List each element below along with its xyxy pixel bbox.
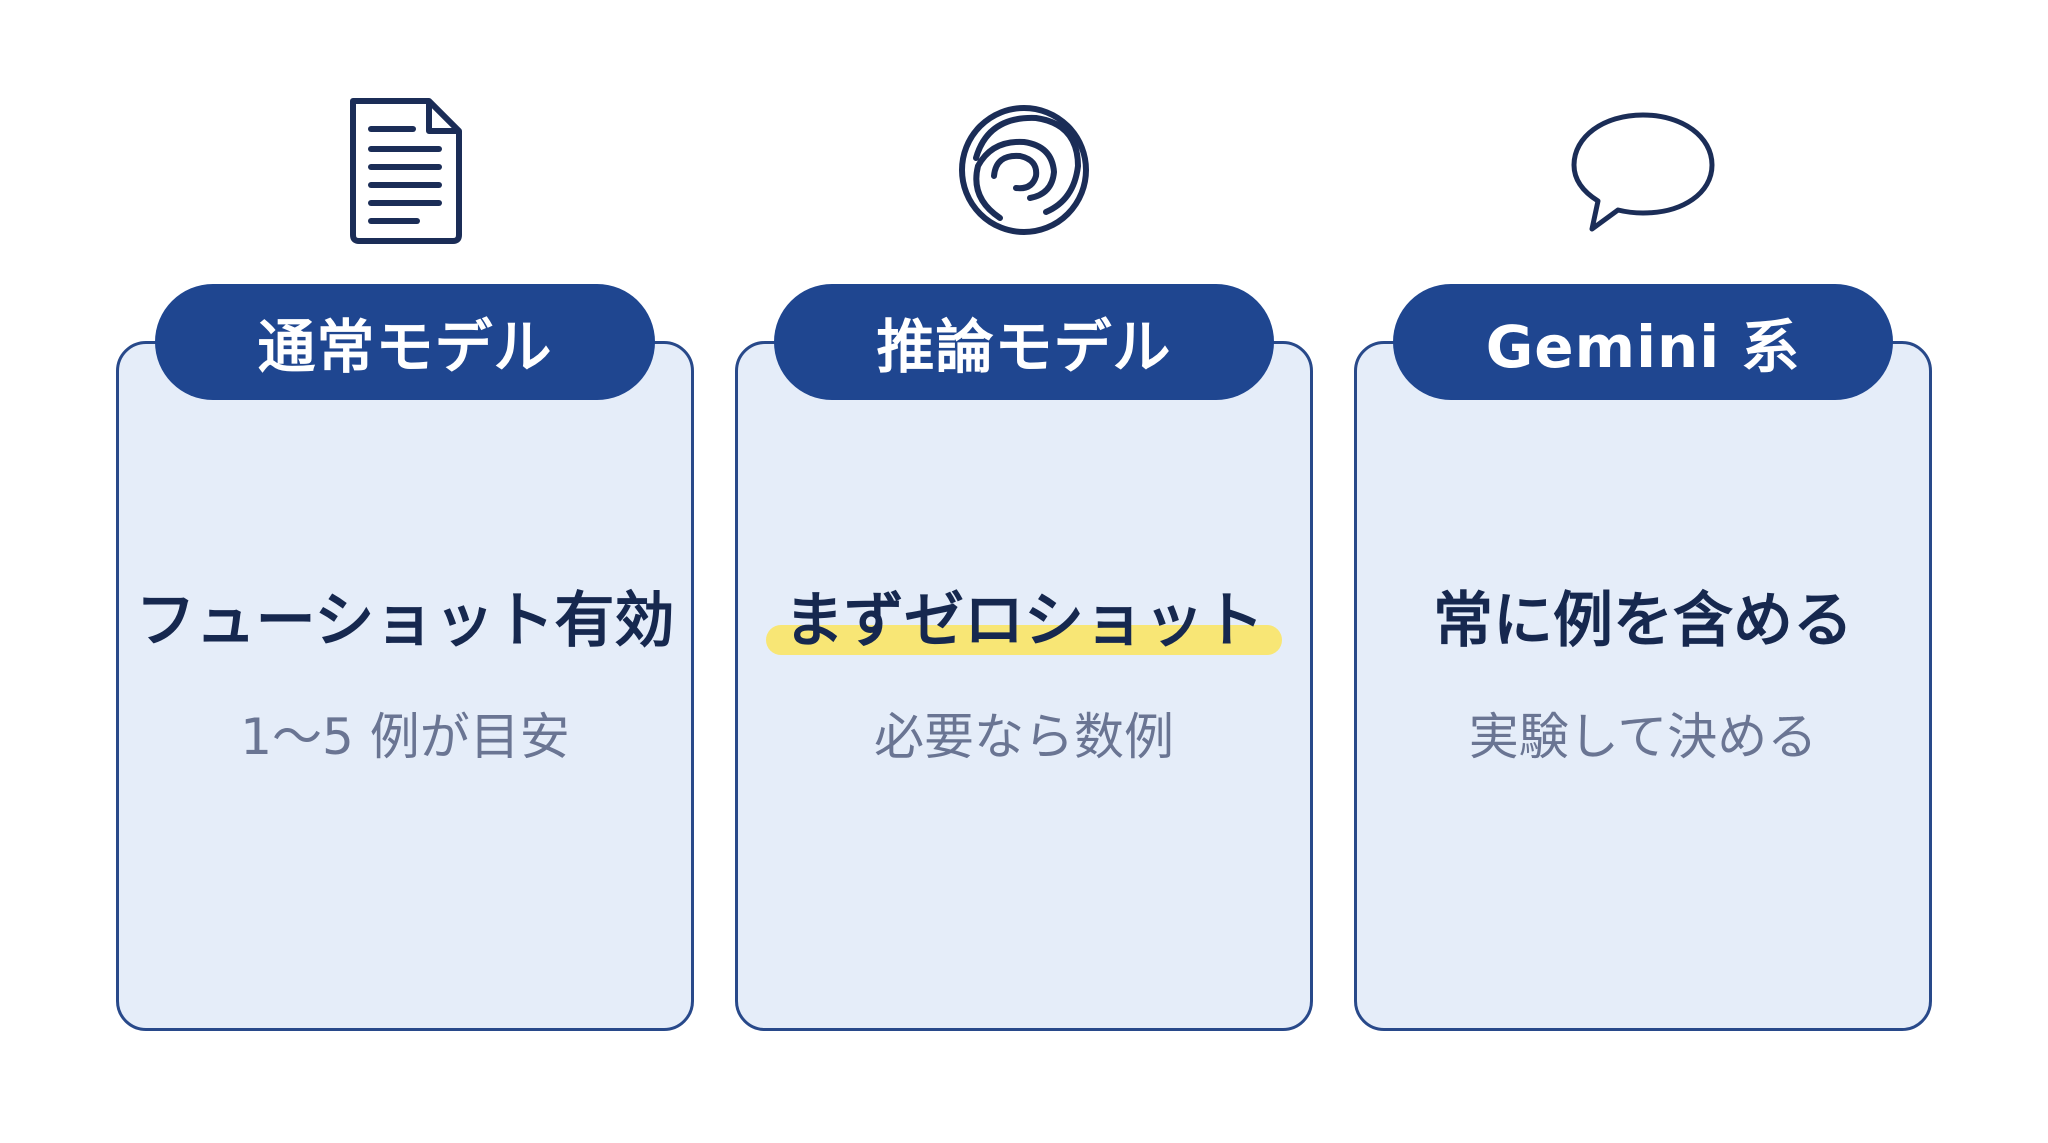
model-label: 通常モデル: [257, 313, 553, 381]
document-icon: [350, 98, 462, 244]
model-card: [735, 341, 1313, 1031]
card-headline: フューショット有効: [135, 585, 675, 656]
card-headline-highlighted: まずゼロショット: [766, 572, 1282, 659]
model-label: Gemini 系: [1485, 313, 1801, 381]
model-label: 推論モデル: [876, 313, 1172, 381]
card-subtext: 必要なら数例: [874, 708, 1174, 766]
model-label-pill: 通常モデル: [155, 284, 655, 400]
model-card: [116, 341, 694, 1031]
column-reasoning-model: 推論モデル まずゼロショット 必要なら数例: [735, 0, 1313, 1143]
card-headline: 常に例を含める: [1433, 585, 1853, 656]
model-label-pill: 推論モデル: [774, 284, 1274, 400]
card-subtext: 1〜5 例が目安: [240, 708, 570, 766]
card-subtext: 実験して決める: [1468, 708, 1818, 766]
spiral-icon: [959, 105, 1089, 235]
column-standard-model: 通常モデル フューショット有効 1〜5 例が目安: [116, 0, 694, 1143]
model-card: [1354, 341, 1932, 1031]
column-gemini-model: Gemini 系 常に例を含める 実験して決める: [1354, 0, 1932, 1143]
speech-bubble-icon: [1571, 112, 1715, 232]
model-label-pill: Gemini 系: [1393, 284, 1893, 400]
